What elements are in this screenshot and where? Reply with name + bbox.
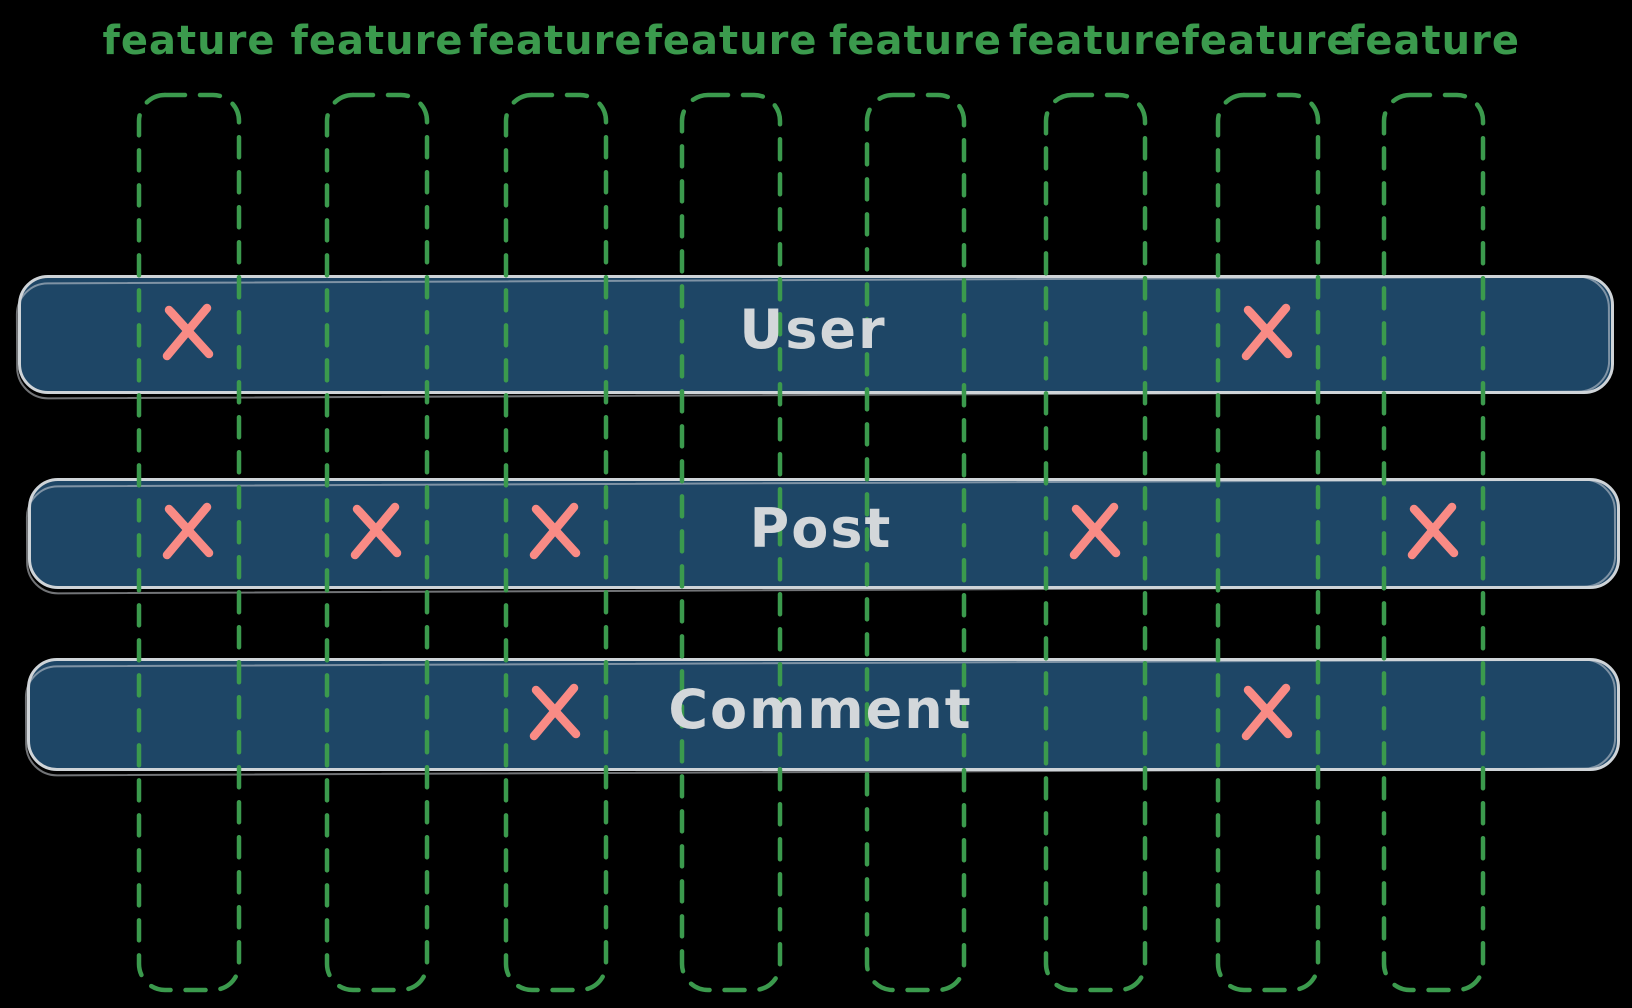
entity-bar-comment <box>24 658 1620 777</box>
entity-bar-label: User <box>739 297 887 361</box>
x-mark-icon <box>350 502 402 559</box>
x-mark-icon <box>1069 502 1120 559</box>
feature-column-label: feature <box>469 18 643 64</box>
feature-column-label: feature <box>1347 18 1520 64</box>
feature-column-outline <box>503 92 609 993</box>
feature-column-outline <box>864 92 967 993</box>
x-mark-icon <box>1407 502 1458 559</box>
x-mark-icon <box>1241 683 1293 740</box>
entity-bar-post <box>25 478 1620 595</box>
x-mark-icon <box>162 502 214 559</box>
x-mark-icon <box>1241 303 1293 360</box>
feature-column-label: feature <box>102 18 276 64</box>
feature-column-outline <box>1043 92 1148 993</box>
feature-column-label: feature <box>290 18 464 64</box>
feature-column-outline <box>1215 92 1321 993</box>
entity-bar-user <box>15 275 1614 400</box>
entity-bar-label: Comment <box>668 677 973 741</box>
feature-column-label: feature <box>1181 18 1355 64</box>
feature-column-label: feature <box>1009 18 1182 64</box>
x-mark-icon <box>529 502 581 559</box>
feature-column-label: feature <box>829 18 1002 64</box>
feature-column-outline <box>324 92 430 993</box>
x-mark-icon <box>162 303 214 360</box>
x-mark-icon <box>529 683 581 740</box>
entity-bar-label: Post <box>749 496 893 560</box>
feature-column-outline <box>679 92 783 993</box>
feature-column-label: feature <box>644 18 818 64</box>
feature-column-outline <box>1381 92 1486 993</box>
feature-column-outline <box>136 92 242 993</box>
